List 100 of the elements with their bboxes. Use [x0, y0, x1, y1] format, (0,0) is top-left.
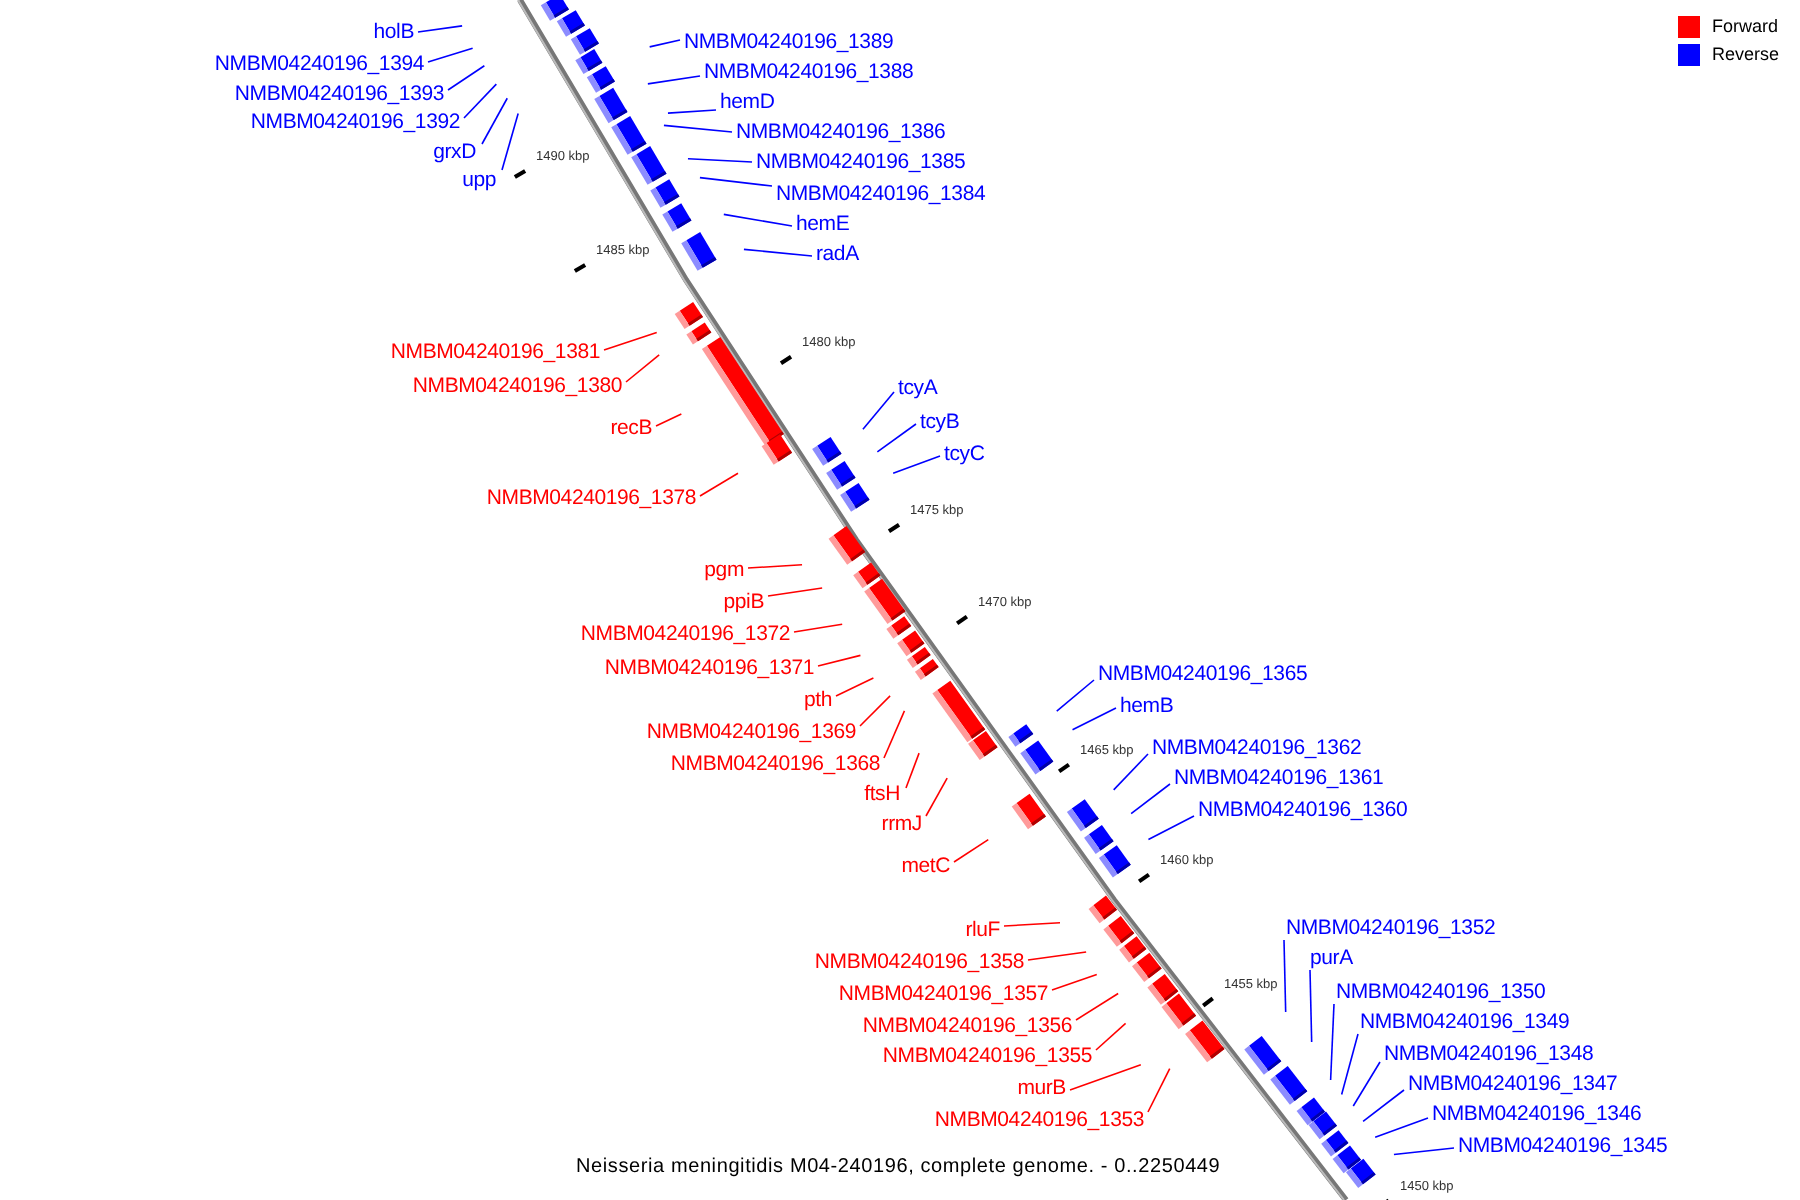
leader-line [925, 777, 948, 817]
gene-label: rrmJ [881, 812, 922, 836]
gene-label: pth [804, 688, 832, 712]
gene-label: NMBM04240196_1349 [1360, 1010, 1570, 1034]
leader-line [1309, 969, 1313, 1043]
gene-label: NMBM04240196_1380 [412, 374, 622, 398]
gene-label: tcyB [920, 410, 960, 434]
legend-label: Forward [1712, 16, 1779, 38]
gene-label: hemB [1120, 694, 1174, 718]
gene-label: NMBM04240196_1378 [486, 486, 696, 510]
leader-line [1393, 1147, 1455, 1156]
leader-line [1374, 1117, 1429, 1138]
gene-label: holB [373, 20, 414, 44]
leader-line [892, 455, 941, 474]
gene-label: metC [901, 854, 950, 878]
leader-line [427, 47, 474, 63]
leader-line [447, 64, 486, 91]
leader-line [463, 83, 498, 119]
gene-label: pgm [704, 558, 744, 582]
leader-line [481, 97, 509, 145]
leader-line [1362, 1089, 1405, 1123]
gene-label: NMBM04240196_1361 [1174, 766, 1384, 790]
gene-label: NMBM04240196_1392 [250, 110, 460, 134]
gene-label: NMBM04240196_1365 [1098, 662, 1308, 686]
gene-label: NMBM04240196_1356 [862, 1014, 1072, 1038]
gene-label: NMBM04240196_1360 [1198, 798, 1408, 822]
gene-label: NMBM04240196_1357 [838, 982, 1048, 1006]
leader-line [1069, 1063, 1142, 1091]
gene-label: tcyC [944, 442, 985, 466]
gene-label: radA [816, 242, 859, 266]
gene-label: NMBM04240196_1385 [756, 150, 966, 174]
gene-label: NMBM04240196_1389 [684, 30, 894, 54]
leader-line [1112, 753, 1149, 791]
gene-label: NMBM04240196_1368 [670, 752, 880, 776]
leader-line [767, 587, 823, 597]
leader-line [625, 354, 660, 383]
leader-line [1051, 973, 1098, 991]
gene-label: tcyA [898, 376, 938, 400]
gene-label: ftsH [864, 782, 900, 806]
gene-label: purA [1310, 946, 1353, 970]
leader-line [817, 654, 862, 667]
leader-line [1340, 1033, 1359, 1096]
gene-label: ppiB [723, 590, 764, 614]
leader-line [699, 176, 773, 187]
leader-line [1075, 992, 1119, 1021]
leader-line [883, 710, 906, 759]
gene-label: NMBM04240196_1358 [814, 950, 1024, 974]
leader-line [1003, 922, 1061, 927]
gene-label: recB [610, 416, 652, 440]
gene-label: NMBM04240196_1346 [1432, 1102, 1642, 1126]
gene-label: NMBM04240196_1371 [604, 656, 814, 680]
gene-label: NMBM04240196_1348 [1384, 1042, 1594, 1066]
gene-label: NMBM04240196_1394 [214, 52, 424, 76]
leader-line [1130, 783, 1171, 815]
leader-line [603, 331, 658, 351]
leader-line [648, 39, 681, 48]
leader-line [1095, 1022, 1127, 1051]
gene-label: upp [462, 168, 496, 192]
gene-label: hemE [796, 212, 850, 236]
leader-line [1071, 707, 1117, 731]
gene-label: NMBM04240196_1345 [1458, 1134, 1668, 1158]
gene-label: NMBM04240196_1355 [882, 1044, 1092, 1068]
gene-label: NMBM04240196_1347 [1408, 1072, 1618, 1096]
leader-line [1147, 815, 1195, 841]
leader-line [953, 838, 990, 863]
gene-label: NMBM04240196_1353 [934, 1108, 1144, 1132]
leader-line [859, 695, 891, 727]
leader-line [1027, 951, 1087, 961]
leader-line [1329, 1003, 1335, 1081]
leader-line [862, 391, 895, 431]
leader-line [417, 25, 463, 33]
gene-label: hemD [720, 90, 775, 114]
leader-line [905, 752, 920, 789]
leader-line [501, 112, 519, 171]
gene-label: NMBM04240196_1388 [704, 60, 914, 84]
leader-line [835, 677, 875, 697]
leader-line [793, 623, 843, 633]
gene-label: NMBM04240196_1381 [390, 340, 600, 364]
leader-line [743, 248, 813, 257]
gene-label: NMBM04240196_1352 [1286, 916, 1496, 940]
leader-line [1352, 1061, 1381, 1107]
gene-label: NMBM04240196_1384 [776, 182, 986, 206]
caption: Neisseria meningitidis M04-240196, complete genome. - 0..2250449 [576, 1156, 1221, 1180]
leader-line [663, 124, 733, 133]
leader-line [647, 75, 701, 85]
leader-line [1055, 679, 1095, 712]
gene-label: rluF [965, 918, 1000, 942]
leader-line [723, 213, 793, 227]
leader-line [687, 157, 753, 163]
gene-label: NMBM04240196_1350 [1336, 980, 1546, 1004]
gene-label: NMBM04240196_1393 [234, 82, 444, 106]
leader-line [667, 109, 717, 114]
gene-label: grxD [433, 140, 476, 164]
gene-label: murB [1017, 1076, 1066, 1100]
gene-label: NMBM04240196_1372 [580, 622, 790, 646]
gene-label: NMBM04240196_1369 [646, 720, 856, 744]
leader-line [1147, 1067, 1171, 1113]
leader-line [747, 564, 803, 569]
leader-line [655, 413, 683, 427]
legend-label: Reverse [1712, 44, 1780, 66]
